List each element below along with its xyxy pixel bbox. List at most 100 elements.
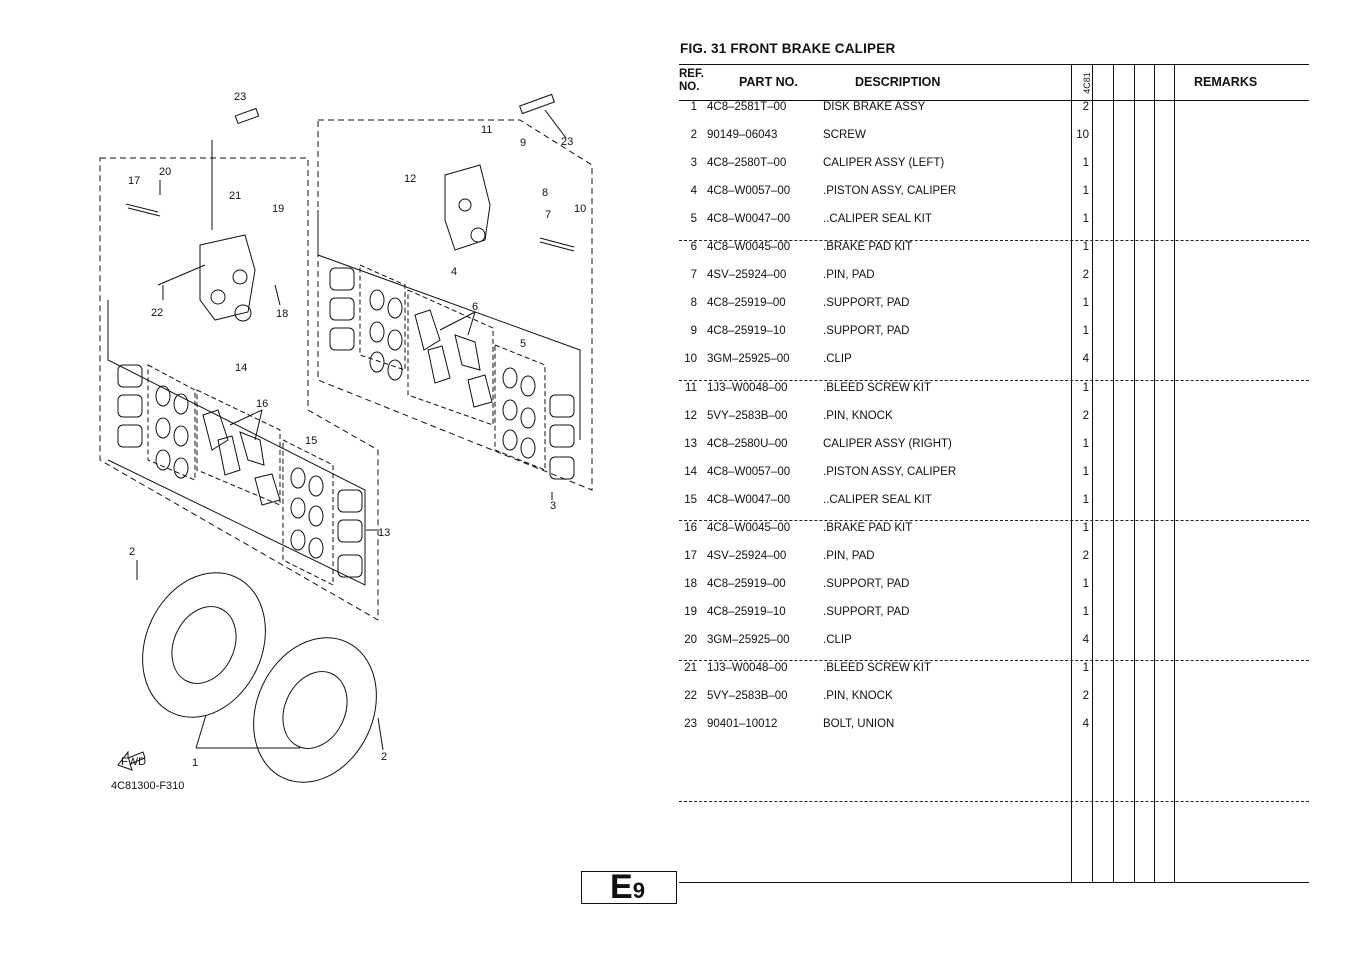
callout-3: 3 bbox=[550, 500, 556, 512]
parts-table: REF. NO. PART NO. DESCRIPTION 4C81 REMAR… bbox=[679, 64, 1309, 884]
row-quantity: 1 bbox=[1082, 325, 1089, 338]
table-row: 6 4C8–W0045–00 .BRAKE PAD KIT 1 bbox=[679, 241, 1309, 261]
row-ref: 7 bbox=[690, 269, 697, 282]
row-ref: 21 bbox=[684, 662, 697, 674]
col-divider bbox=[1134, 64, 1135, 882]
group-separator bbox=[679, 520, 1309, 521]
row-quantity: 1 bbox=[1082, 605, 1089, 618]
callout-6: 6 bbox=[472, 301, 478, 313]
page-marker-number: 9 bbox=[632, 878, 645, 903]
callout-19: 19 bbox=[272, 203, 284, 215]
row-quantity: 1 bbox=[1082, 465, 1089, 478]
row-quantity: 4 bbox=[1082, 718, 1089, 731]
row-description: .BLEED SCREW KIT bbox=[823, 381, 931, 394]
callout-14: 14 bbox=[235, 362, 247, 374]
row-description: .PISTON ASSY, CALIPER bbox=[823, 465, 957, 478]
table-row: 7 4SV–25924–00 .PIN, PAD 2 bbox=[679, 269, 1309, 289]
row-quantity: 1 bbox=[1082, 662, 1089, 674]
callout-23a: 23 bbox=[234, 91, 246, 103]
col-divider bbox=[1113, 64, 1114, 882]
callout-12: 12 bbox=[404, 173, 416, 185]
callout-23b: 23 bbox=[561, 136, 573, 148]
row-quantity: 1 bbox=[1082, 297, 1089, 310]
row-ref: 5 bbox=[690, 213, 697, 226]
row-ref: 3 bbox=[690, 157, 697, 170]
col-divider bbox=[1071, 64, 1072, 882]
row-quantity: 4 bbox=[1082, 633, 1089, 646]
header-part: PART NO. bbox=[739, 75, 798, 89]
callout-1: 1 bbox=[192, 757, 198, 769]
row-part-number: 4C8–W0045–00 bbox=[707, 241, 791, 254]
row-description: ..CALIPER SEAL KIT bbox=[823, 213, 932, 226]
group-separator bbox=[679, 801, 1309, 802]
callout-13: 13 bbox=[378, 527, 390, 539]
row-part-number: 4C8–W0057–00 bbox=[707, 465, 791, 478]
row-ref: 9 bbox=[690, 325, 697, 338]
row-ref: 14 bbox=[684, 465, 697, 478]
row-quantity: 1 bbox=[1082, 437, 1089, 450]
row-description: .CLIP bbox=[823, 353, 852, 366]
page-marker: E9 bbox=[581, 868, 677, 906]
row-part-number: 4C8–2581T–00 bbox=[707, 101, 787, 113]
row-description: .SUPPORT, PAD bbox=[823, 325, 910, 338]
callout-11: 11 bbox=[481, 124, 492, 136]
row-description: DISK BRAKE ASSY bbox=[823, 101, 926, 113]
callout-18: 18 bbox=[276, 308, 288, 320]
row-description: .SUPPORT, PAD bbox=[823, 577, 910, 590]
row-part-number: 4C8–25919–00 bbox=[707, 297, 786, 310]
row-ref: 12 bbox=[684, 409, 697, 422]
row-description: .BRAKE PAD KIT bbox=[823, 241, 913, 254]
row-ref: 2 bbox=[690, 129, 697, 142]
row-part-number: 4C8–W0057–00 bbox=[707, 185, 791, 198]
header-model: 4C81 bbox=[1081, 72, 1092, 94]
page-marker-letter: E bbox=[610, 868, 633, 906]
row-description: .CLIP bbox=[823, 633, 852, 646]
col-divider bbox=[1092, 64, 1093, 882]
row-description: .PIN, PAD bbox=[823, 549, 875, 562]
row-quantity: 2 bbox=[1082, 269, 1089, 282]
row-part-number: 4C8–2580U–00 bbox=[707, 437, 788, 450]
row-part-number: 4C8–W0047–00 bbox=[707, 493, 791, 506]
table-row: 14 4C8–W0057–00 .PISTON ASSY, CALIPER 1 bbox=[679, 466, 1309, 486]
row-quantity: 1 bbox=[1082, 241, 1089, 254]
row-part-number: 3GM–25925–00 bbox=[707, 353, 790, 366]
header-ref: REF. NO. bbox=[679, 68, 704, 93]
row-description: .BLEED SCREW KIT bbox=[823, 662, 931, 674]
row-part-number: 4SV–25924–00 bbox=[707, 269, 787, 282]
row-description: .PISTON ASSY, CALIPER bbox=[823, 185, 957, 198]
callout-7: 7 bbox=[545, 209, 551, 221]
row-ref: 1 bbox=[690, 101, 697, 113]
row-description: .SUPPORT, PAD bbox=[823, 297, 910, 310]
row-quantity: 1 bbox=[1082, 493, 1089, 506]
row-ref: 20 bbox=[684, 633, 697, 646]
table-top-rule bbox=[679, 64, 1309, 65]
row-part-number: 4C8–25919–00 bbox=[707, 577, 786, 590]
header-remarks: REMARKS bbox=[1194, 75, 1258, 89]
row-ref: 11 bbox=[685, 381, 697, 394]
row-part-number: 90401–10012 bbox=[707, 718, 778, 731]
row-ref: 19 bbox=[684, 605, 697, 618]
callout-15: 15 bbox=[305, 435, 317, 447]
row-description: .PIN, PAD bbox=[823, 269, 875, 282]
callout-2a: 2 bbox=[129, 546, 135, 558]
row-part-number: 90149–06043 bbox=[707, 129, 778, 142]
group-separator bbox=[679, 380, 1309, 381]
callout-5: 5 bbox=[520, 338, 526, 350]
header-rule bbox=[679, 100, 1309, 101]
col-divider bbox=[1174, 64, 1175, 882]
row-part-number: 4C8–W0047–00 bbox=[707, 213, 791, 226]
row-part-number: 5VY–2583B–00 bbox=[707, 409, 788, 422]
fwd-label: FWD bbox=[121, 756, 146, 768]
row-ref: 6 bbox=[690, 241, 697, 254]
